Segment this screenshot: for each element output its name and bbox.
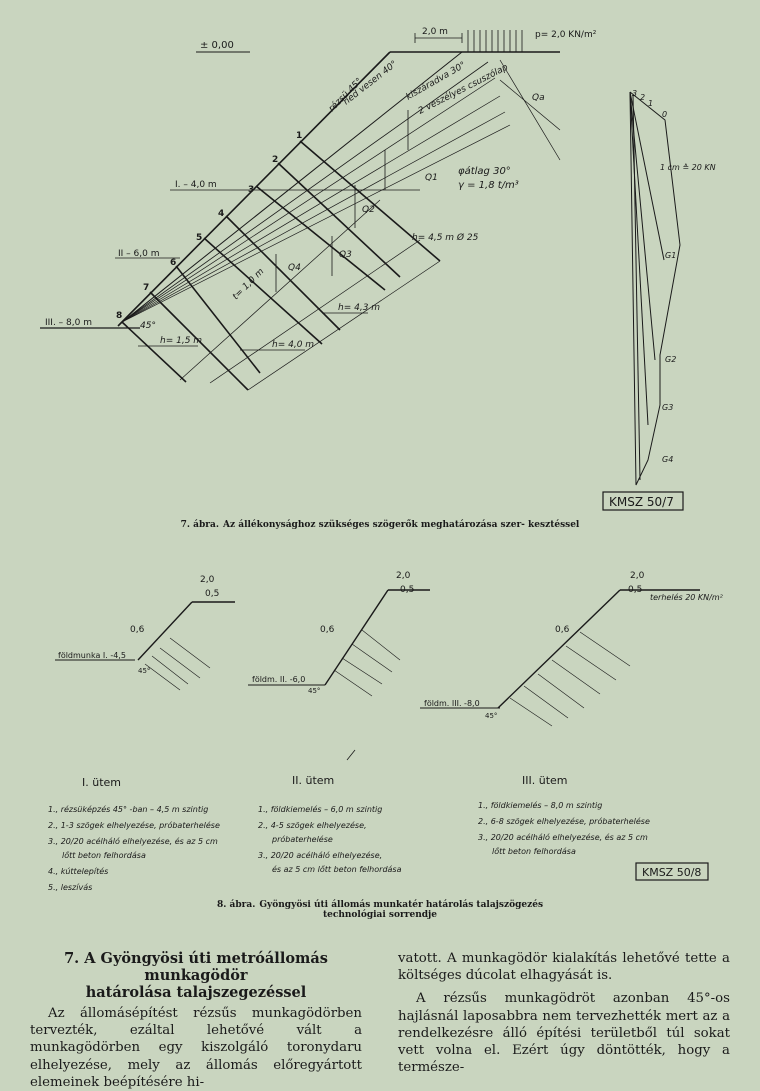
figure-8-drawing: 2,0 0,5 0,6 földmunka I. -4,5 45° 2,0 0,… <box>48 571 724 892</box>
fig8-s3-step-3: 3., 20/20 acélháló elhelyezése, és az 5 … <box>478 832 648 842</box>
fig7-nail-4: 4 <box>218 209 224 219</box>
fig7-gamma: γ = 1,8 t/m³ <box>458 180 519 191</box>
fig8-stamp-box <box>635 862 709 881</box>
fig8-s3-level: földm. III. -8,0 <box>424 699 480 708</box>
fig8-s3-offset: 0,5 <box>628 585 642 595</box>
fig7-top-width: 2,0 m <box>422 27 448 37</box>
fig8-s2-step-2b: próbaterhelése <box>271 834 333 844</box>
fig7-phi: φátlag 30° <box>458 165 511 177</box>
article-col2-paragraph-1: vatott. A munkagödör kialakítás lehetővé… <box>398 951 730 984</box>
article-col2-paragraph-2: A rézsűs munkagödröt azonban 45°-os hajl… <box>398 991 730 1076</box>
fig8-s2-step-3: 3., 20/20 acélháló elhelyezése, <box>258 850 382 860</box>
fig7-len-40: h= 4,0 m <box>272 340 314 350</box>
fig8-s2-berm: 0,6 <box>320 625 335 635</box>
fig7-force-q3: Q3 <box>339 250 352 260</box>
fig8-s2-topwidth: 2,0 <box>396 571 411 581</box>
figure-7-drawing: ± 0,00 2,0 m p= 2,0 KN/m² rézsü 45° ned … <box>40 27 716 511</box>
fig7-level-3: III. – 8,0 m <box>45 318 92 328</box>
fig7-nail-8: 8 <box>116 311 122 321</box>
fig7-len-15: h= 1,5 m <box>160 336 202 346</box>
fig7-stamp-box <box>602 491 684 511</box>
fig8-s3-step-2: 2., 6-8 szögek elhelyezése, próbaterhelé… <box>478 816 650 826</box>
article-heading-line1: 7. A Gyöngyösi úti metróállomás munkagöd… <box>64 950 328 984</box>
fig8-s3-angle: 45° <box>485 712 497 720</box>
fig8-stage-2-section: 2,0 0,5 0,6 földm. II. -6,0 45° <box>248 571 430 761</box>
fig8-s3-step-3b: lőtt beton felhordása <box>492 847 576 856</box>
fig8-s1-step-3: 3., 20/20 acélháló elhelyezése, és az 5 … <box>48 836 218 846</box>
fig7-nail-7: 7 <box>143 283 149 293</box>
fig8-stage-2-title: II. ütem <box>292 774 334 787</box>
fig7-level-2: II – 6,0 m <box>118 249 159 259</box>
article-heading: 7. A Gyöngyösi úti metróállomás munkagöd… <box>30 950 362 1001</box>
fig8-s2-offset: 0,5 <box>400 585 414 595</box>
fig7-nail-6: 6 <box>170 258 176 268</box>
fig7-poly-g2: G2 <box>665 355 676 364</box>
fig8-s2-angle: 45° <box>308 687 320 695</box>
fig7-level-1: I. – 4,0 m <box>175 180 217 190</box>
fig8-s1-step-4: 4., kúttelepítés <box>48 866 108 876</box>
fig8-stage-3-section: 2,0 0,5 terhelés 20 KN/m² 0,6 földm. III… <box>420 571 724 727</box>
fig8-s1-step-1: 1., rézsüképzés 45° -ban – 4,5 m szintig <box>48 804 208 814</box>
fig7-ground-level: ± 0,00 <box>200 40 234 51</box>
fig8-s2-step-1: 1., földkiemelés – 6,0 m szintig <box>258 804 382 814</box>
article-heading-line2: határolása talajszegezéssel <box>85 984 307 1001</box>
fig8-caption-line1: Gyöngyösi úti állomás munkatér határolás… <box>259 900 544 910</box>
fig7-force-qa: Qa <box>532 93 545 103</box>
fig7-caption: 7. ábra.Az állékonysághoz szükséges szög… <box>0 520 760 530</box>
fig8-s1-step-5: 5., leszívás <box>48 883 92 892</box>
fig7-angle-45: 45° <box>140 321 156 331</box>
fig8-s3-topwidth: 2,0 <box>630 571 645 581</box>
fig7-poly-0: 0 <box>662 110 667 119</box>
fig8-stage-1-title: I. ütem <box>82 776 121 789</box>
fig8-s1-step-2: 2., 1-3 szögek elhelyezése, próbaterhelé… <box>48 820 220 830</box>
fig8-s1-offset: 0,5 <box>205 589 219 599</box>
fig8-stage-3-title: III. ütem <box>522 774 568 787</box>
fig7-force-q1: Q1 <box>425 173 438 183</box>
fig8-s1-step-3b: lőtt beton felhordása <box>62 851 146 860</box>
fig8-s1-berm: 0,6 <box>130 625 145 635</box>
article-col1-paragraph: Az állomásépítést rézsűs munkagödörben t… <box>30 1006 362 1090</box>
fig7-force-q2: Q2 <box>362 205 375 215</box>
fig7-surcharge: p= 2,0 KN/m² <box>535 30 597 40</box>
fig8-caption-line2: technológiai sorrendje <box>322 910 438 920</box>
fig7-spacing: t= 1,0 m <box>231 267 266 302</box>
fig7-len-45: h= 4,5 m Ø 25 <box>412 232 479 243</box>
fig7-len-43: h= 4,3 m <box>338 303 380 313</box>
fig8-caption-num: 8. ábra. <box>216 900 256 910</box>
fig8-s1-angle: 45° <box>138 667 150 675</box>
article-column-right: vatott. A munkagödör kialakítás lehetővé… <box>398 950 730 1076</box>
fig8-s3-berm: 0,6 <box>555 625 570 635</box>
fig7-nail-5: 5 <box>196 233 202 243</box>
fig7-nail-2: 2 <box>272 155 278 165</box>
fig8-caption: 8. ábra.Gyöngyösi úti állomás munkatér h… <box>0 900 760 920</box>
fig7-poly-3: 3 <box>632 89 637 98</box>
fig7-poly-1: 1 <box>648 99 653 108</box>
fig8-s2-step-3b: és az 5 cm lőtt beton felhordása <box>272 864 402 874</box>
article-column-left: 7. A Gyöngyösi úti metróállomás munkagöd… <box>30 950 362 1091</box>
fig8-s2-level: földm. II. -6,0 <box>252 675 305 684</box>
fig7-poly-g3: G3 <box>662 403 673 412</box>
fig7-poly-g1: G1 <box>665 251 676 260</box>
fig8-s1-topwidth: 2,0 <box>200 575 215 585</box>
fig7-force-q4: Q4 <box>288 263 301 273</box>
fig7-nail-1: 1 <box>296 131 302 141</box>
fig8-s2-step-2: 2., 4-5 szögek elhelyezése, <box>258 820 367 830</box>
fig7-stamp: KMSZ 50/7 <box>609 495 674 509</box>
fig7-poly-scale: 1 cm ≙ 20 KN <box>660 163 716 172</box>
fig7-caption-num: 7. ábra. <box>180 520 220 530</box>
fig8-s3-step-1: 1., földkiemelés – 8,0 m szintig <box>478 800 602 810</box>
fig7-caption-text: Az állékonysághoz szükséges szögerők meg… <box>223 520 580 530</box>
fig8-s3-surcharge: terhelés 20 KN/m² <box>650 592 724 602</box>
fig8-s1-level: földmunka I. -4,5 <box>58 651 126 660</box>
fig8-stamp: KMSZ 50/8 <box>642 866 701 879</box>
fig7-poly-g4: G4 <box>662 455 673 464</box>
fig8-stage-1-section: 2,0 0,5 0,6 földmunka I. -4,5 45° <box>55 575 235 691</box>
fig7-nail-3: 3 <box>248 185 254 195</box>
fig7-poly-2: 2 <box>640 93 645 102</box>
